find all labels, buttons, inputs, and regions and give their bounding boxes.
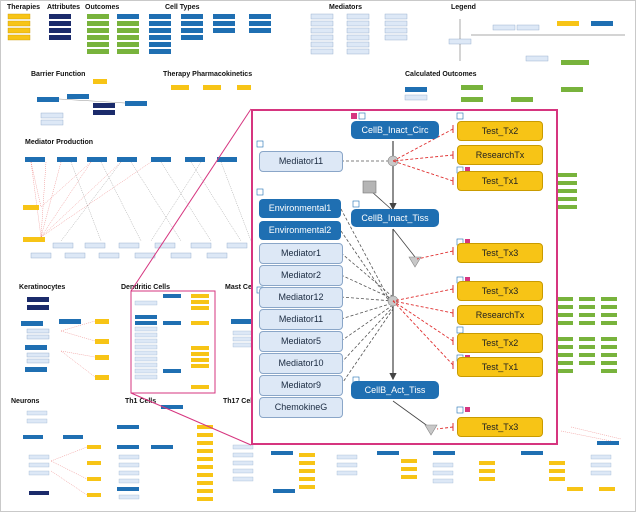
section-title-legend: Legend xyxy=(451,4,476,11)
therapy-node-label: Test_Tx1 xyxy=(481,362,519,372)
mediator-node-label: Mediator5 xyxy=(280,336,322,346)
sink-triangle-upper xyxy=(408,256,422,268)
mediator-node-mediator10[interactable]: Mediator10 xyxy=(259,353,343,374)
sink-triangle-lower xyxy=(424,424,438,436)
overview-pharmacokinetics xyxy=(171,85,251,90)
overview-dendritic-thumbnail xyxy=(130,290,216,394)
overview-top-palette xyxy=(7,13,625,65)
mediator-node-label: Mediator10 xyxy=(278,358,324,368)
cell-node-label: CellB_Inact_Tiss xyxy=(361,213,429,223)
mediator-node-mediator12[interactable]: Mediator12 xyxy=(259,287,343,308)
mediator-node-label: Mediator1 xyxy=(280,248,322,258)
therapy-node-researchtx[interactable]: ResearchTx xyxy=(457,305,543,325)
zoom-detail-panel: CellB_Inact_Circ CellB_Inact_Tiss CellB_… xyxy=(251,109,558,445)
therapy-node-label: Test_Tx2 xyxy=(481,338,519,348)
therapy-node-test-tx3-mid[interactable]: Test_Tx3 xyxy=(457,243,543,263)
mediator-node-mediator2[interactable]: Mediator2 xyxy=(259,265,343,286)
therapy-node-label: ResearchTx xyxy=(475,310,525,320)
environment-node-label: Environmental2 xyxy=(268,225,332,235)
therapy-node-test-tx3[interactable]: Test_Tx3 xyxy=(457,281,543,301)
therapy-node-label: Test_Tx2 xyxy=(481,126,519,136)
overview-right-outcomes xyxy=(557,173,617,373)
mediator-node-label: Mediator2 xyxy=(280,270,322,280)
section-title-barrier-function: Barrier Function xyxy=(31,71,86,78)
overview-keratinocytes xyxy=(21,297,109,380)
overview-mediator-production xyxy=(23,157,252,259)
therapy-node-label: Test_Tx3 xyxy=(481,248,519,258)
environment-node-label: Environmental1 xyxy=(268,203,332,213)
section-title-outcomes: Outcomes xyxy=(85,4,120,11)
mediator-node-mediator9[interactable]: Mediator9 xyxy=(259,375,343,396)
section-title-dendritic-cells: Dendritic Cells xyxy=(121,284,171,291)
source-square xyxy=(362,180,377,194)
mediator-node-mediator11[interactable]: Mediator11 xyxy=(259,309,343,330)
therapy-node-researchtx-top[interactable]: ResearchTx xyxy=(457,145,543,165)
mediator-node-label: ChemokineG xyxy=(274,402,328,412)
therapy-node-test-tx1[interactable]: Test_Tx1 xyxy=(457,357,543,377)
mediator-node-mediator1[interactable]: Mediator1 xyxy=(259,243,343,264)
section-title-mast-cells: Mast Cells xyxy=(225,284,260,291)
cell-node-label: CellB_Inact_Circ xyxy=(361,125,429,135)
mediator-node-mediator11-top[interactable]: Mediator11 xyxy=(259,151,343,172)
section-title-therapies: Therapies xyxy=(7,4,41,11)
section-title-mediator-production: Mediator Production xyxy=(25,139,94,146)
cell-node-inact-circ[interactable]: CellB_Inact_Circ xyxy=(351,121,439,139)
overview-neurons xyxy=(23,410,101,497)
mediator-node-mediator5[interactable]: Mediator5 xyxy=(259,331,343,352)
therapy-node-test-tx3-bottom[interactable]: Test_Tx3 xyxy=(457,417,543,437)
overview-th1-cells xyxy=(117,405,213,501)
section-title-neurons: Neurons xyxy=(11,398,40,405)
overview-mast-cells xyxy=(231,319,253,348)
section-title-calculated-outcomes: Calculated Outcomes xyxy=(405,71,477,78)
therapy-node-label: Test_Tx3 xyxy=(481,286,519,296)
cell-node-inact-tiss[interactable]: CellB_Inact_Tiss xyxy=(351,209,439,227)
section-title-keratinocytes: Keratinocytes xyxy=(19,284,66,291)
section-title-therapy-pharmacokinetics: Therapy Pharmacokinetics xyxy=(163,71,253,78)
cell-node-label: CellB_Act_Tiss xyxy=(364,385,426,395)
zoom-guide-top xyxy=(130,108,252,292)
environment-node-environmental1[interactable]: Environmental1 xyxy=(259,199,341,218)
section-title-attributes: Attributes xyxy=(47,4,81,11)
therapy-node-label: Test_Tx1 xyxy=(481,176,519,186)
overview-calculated-outcomes xyxy=(404,85,583,102)
therapy-node-label: ResearchTx xyxy=(475,150,525,160)
therapy-node-test-tx1-top[interactable]: Test_Tx1 xyxy=(457,171,543,191)
section-title-mediators: Mediators xyxy=(329,4,363,11)
environment-node-environmental2[interactable]: Environmental2 xyxy=(259,221,341,240)
mediator-node-label: Mediator9 xyxy=(280,380,322,390)
section-title-th17-cells: Th17 Cells xyxy=(223,398,259,405)
mediator-node-label: Mediator11 xyxy=(278,156,324,166)
mediator-node-label: Mediator11 xyxy=(278,314,324,324)
section-title-cell-types: Cell Types xyxy=(165,4,200,11)
therapy-node-test-tx2[interactable]: Test_Tx2 xyxy=(457,333,543,353)
therapy-node-label: Test_Tx3 xyxy=(481,422,519,432)
mediator-node-chemokineg[interactable]: ChemokineG xyxy=(259,397,343,418)
section-title-th1-cells: Th1 Cells xyxy=(125,398,157,405)
mediator-node-label: Mediator12 xyxy=(278,292,324,302)
cell-node-act-tiss[interactable]: CellB_Act_Tiss xyxy=(351,381,439,399)
overview-barrier-function xyxy=(37,79,147,126)
therapy-node-test-tx2-top[interactable]: Test_Tx2 xyxy=(457,121,543,141)
overview-th17-cells xyxy=(232,426,622,493)
zoom-guide-bottom xyxy=(130,392,252,446)
